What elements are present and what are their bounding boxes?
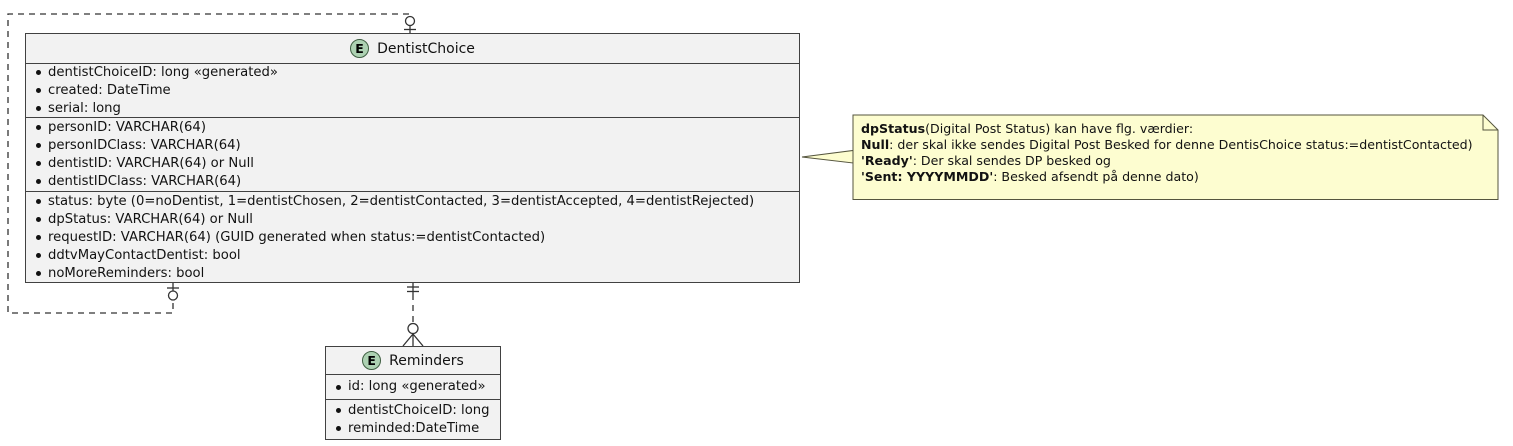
zero-or-many-marker — [402, 322, 424, 347]
bullet-icon — [336, 408, 341, 413]
attribute-row: created: DateTime — [34, 82, 791, 100]
dentistchoice-reminders-line — [402, 283, 424, 347]
note-dpstatus: dpStatus(Digital Post Status) kan have f… — [861, 121, 1501, 185]
bullet-icon — [36, 125, 41, 130]
attribute-row: requestID: VARCHAR(64) (GUID generated w… — [34, 229, 791, 247]
note-shape — [801, 114, 1499, 200]
attribute-row: ddtvMayContactDentist: bool — [34, 247, 791, 265]
attribute-row: dpStatus: VARCHAR(64) or Null — [34, 211, 791, 229]
attribute-row: serial: long — [34, 100, 791, 118]
bullet-icon — [36, 161, 41, 166]
entity-title: DentistChoice — [377, 40, 475, 57]
bullet-icon — [36, 271, 41, 276]
bullet-icon — [36, 253, 41, 258]
bullet-icon — [36, 143, 41, 148]
bullet-icon — [336, 384, 341, 390]
note-line: Null: der skal ikke sendes Digital Post … — [861, 137, 1473, 152]
attribute-row: dentistChoiceID: long — [334, 402, 492, 420]
entity-dentistchoice: E DentistChoice dentistChoiceID: long «g… — [25, 33, 800, 283]
note-line: dpStatus(Digital Post Status) kan have f… — [861, 121, 1194, 136]
note-connector-wedge — [801, 149, 854, 164]
bullet-icon — [36, 235, 41, 240]
attribute-row: id: long «generated» — [334, 378, 492, 396]
entity-title: Reminders — [389, 352, 464, 369]
entity-compartment-status: status: byte (0=noDentist, 1=dentistChos… — [26, 191, 799, 283]
bullet-icon — [36, 106, 41, 111]
entity-reminders-header: E Reminders — [326, 347, 500, 375]
zero-or-one-marker-top — [404, 15, 416, 33]
attribute-row: dentistChoiceID: long «generated» — [34, 64, 791, 82]
bullet-icon — [36, 199, 41, 204]
attribute-row: status: byte (0=noDentist, 1=dentistChos… — [34, 193, 791, 211]
attribute-row: noMoreReminders: bool — [34, 265, 791, 283]
entity-compartment-ids: personID: VARCHAR(64) personIDClass: VAR… — [26, 117, 799, 191]
attribute-row: personIDClass: VARCHAR(64) — [34, 137, 791, 155]
zero-or-one-marker-bottom — [167, 283, 179, 301]
bullet-icon — [336, 426, 341, 431]
entity-dentistchoice-header: E DentistChoice — [26, 34, 799, 64]
bullet-icon — [36, 70, 41, 75]
attribute-row: personID: VARCHAR(64) — [34, 119, 791, 137]
attribute-row: reminded:DateTime — [334, 420, 492, 438]
entity-spot-icon: E — [362, 351, 382, 370]
attribute-row: dentistIDClass: VARCHAR(64) — [34, 173, 791, 191]
entity-compartment-keys: id: long «generated» — [326, 375, 500, 399]
entity-reminders: E Reminders id: long «generated» dentist… — [325, 346, 501, 440]
note-line: 'Sent: YYYYMMDD': Besked afsendt på denn… — [861, 169, 1199, 184]
self-relation-line — [7, 13, 416, 314]
entity-compartment-keys: dentistChoiceID: long «generated» create… — [26, 64, 799, 117]
bullet-icon — [36, 217, 41, 222]
attribute-row: dentistID: VARCHAR(64) or Null — [34, 155, 791, 173]
note-body — [852, 114, 1499, 200]
note-line: 'Ready': Der skal sendes DP besked og — [861, 153, 1111, 168]
bullet-icon — [36, 88, 41, 93]
exactly-one-marker — [407, 286, 419, 293]
bullet-icon — [36, 179, 41, 184]
note-fold-corner — [1482, 115, 1498, 131]
entity-spot-icon: E — [350, 39, 370, 58]
entity-compartment-fields: dentistChoiceID: long reminded:DateTime — [326, 399, 500, 439]
